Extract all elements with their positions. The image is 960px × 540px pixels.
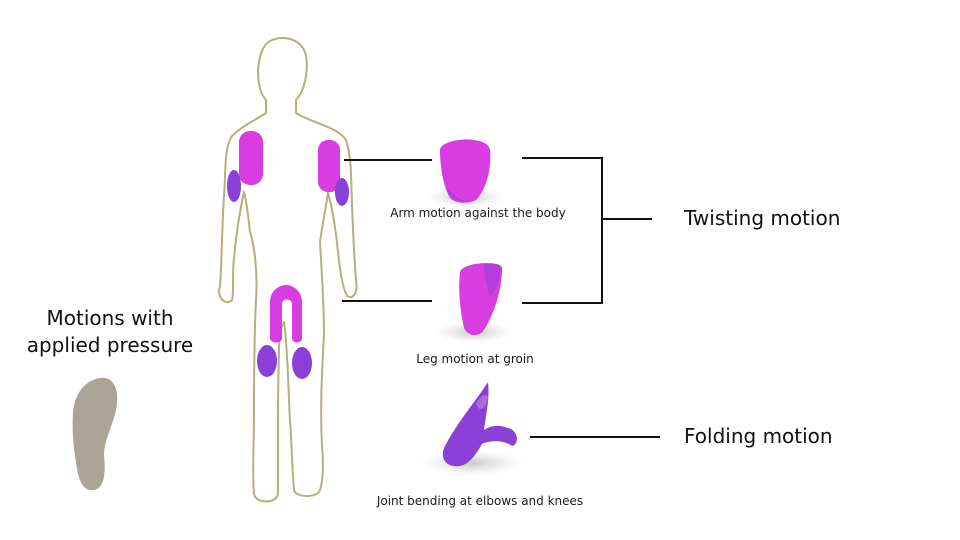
joint-sample-highlight — [476, 395, 488, 410]
leg-sample-shape — [459, 263, 502, 336]
leg-caption: Leg motion at groin — [416, 352, 534, 366]
twisting-bracket — [522, 157, 603, 304]
right-elbow-pad — [335, 178, 349, 206]
arm-caption: Arm motion against the body — [390, 206, 566, 220]
left-elbow-pad — [227, 170, 241, 202]
left-panel-title: Motions with applied pressure — [15, 305, 205, 359]
left-title-line-2: applied pressure — [26, 333, 194, 357]
arm-sample-shape — [440, 139, 491, 203]
joint-sample-shape — [442, 382, 517, 467]
left-knee-pad — [257, 345, 277, 377]
arm-sample-edge — [446, 188, 468, 202]
folding-motion-label: Folding motion — [684, 424, 833, 448]
leg-sample-top — [484, 263, 502, 296]
left-title-line-1: Motions with — [46, 306, 174, 330]
connector-lines — [342, 157, 660, 438]
human-body-outline — [218, 37, 358, 503]
left-upper-arm-pad — [239, 131, 263, 185]
right-knee-pad — [292, 347, 312, 379]
groin-pad — [270, 285, 302, 343]
right-upper-arm-pad — [318, 140, 340, 192]
joint-caption: Joint bending at elbows and knees — [376, 494, 584, 508]
twisting-motion-label: Twisting motion — [684, 206, 841, 230]
footprint-icon — [72, 377, 118, 491]
